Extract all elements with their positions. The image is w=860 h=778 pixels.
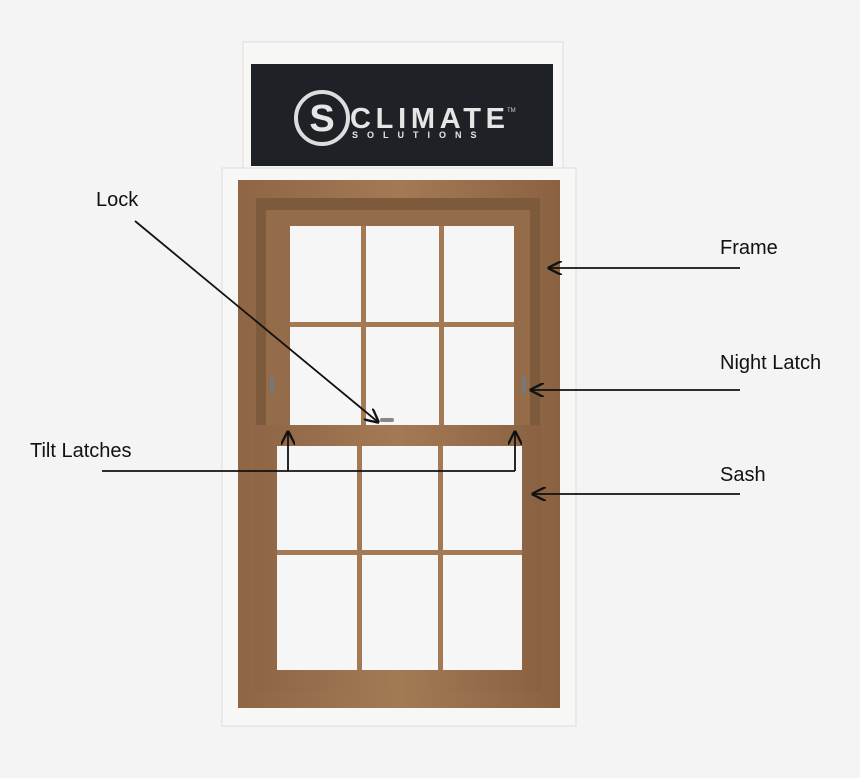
svg-text:CLIMATE: CLIMATE xyxy=(350,103,505,135)
lock-label: Lock xyxy=(96,189,139,211)
svg-text:S: S xyxy=(309,98,334,140)
frame-label: Frame xyxy=(720,237,778,259)
lower-sash xyxy=(255,418,541,692)
tilt-latches-arrow xyxy=(102,432,515,472)
svg-text:TM: TM xyxy=(507,108,516,114)
upper-sash xyxy=(270,226,526,426)
sash-label: Sash xyxy=(720,464,766,486)
night-latch-left xyxy=(270,376,274,394)
tilt-latches-label: Tilt Latches xyxy=(30,440,132,462)
night-latch-label: Night Latch xyxy=(720,352,822,374)
transom-sign-box: S CLIMATE SOLUTIONS TM xyxy=(242,41,564,173)
night-latch-right xyxy=(522,376,526,394)
climate-solutions-logo: S CLIMATE SOLUTIONS TM xyxy=(294,90,516,146)
svg-text:SOLUTIONS: SOLUTIONS xyxy=(352,130,486,140)
lock-arrow xyxy=(134,220,378,422)
lock-hardware xyxy=(380,418,394,422)
